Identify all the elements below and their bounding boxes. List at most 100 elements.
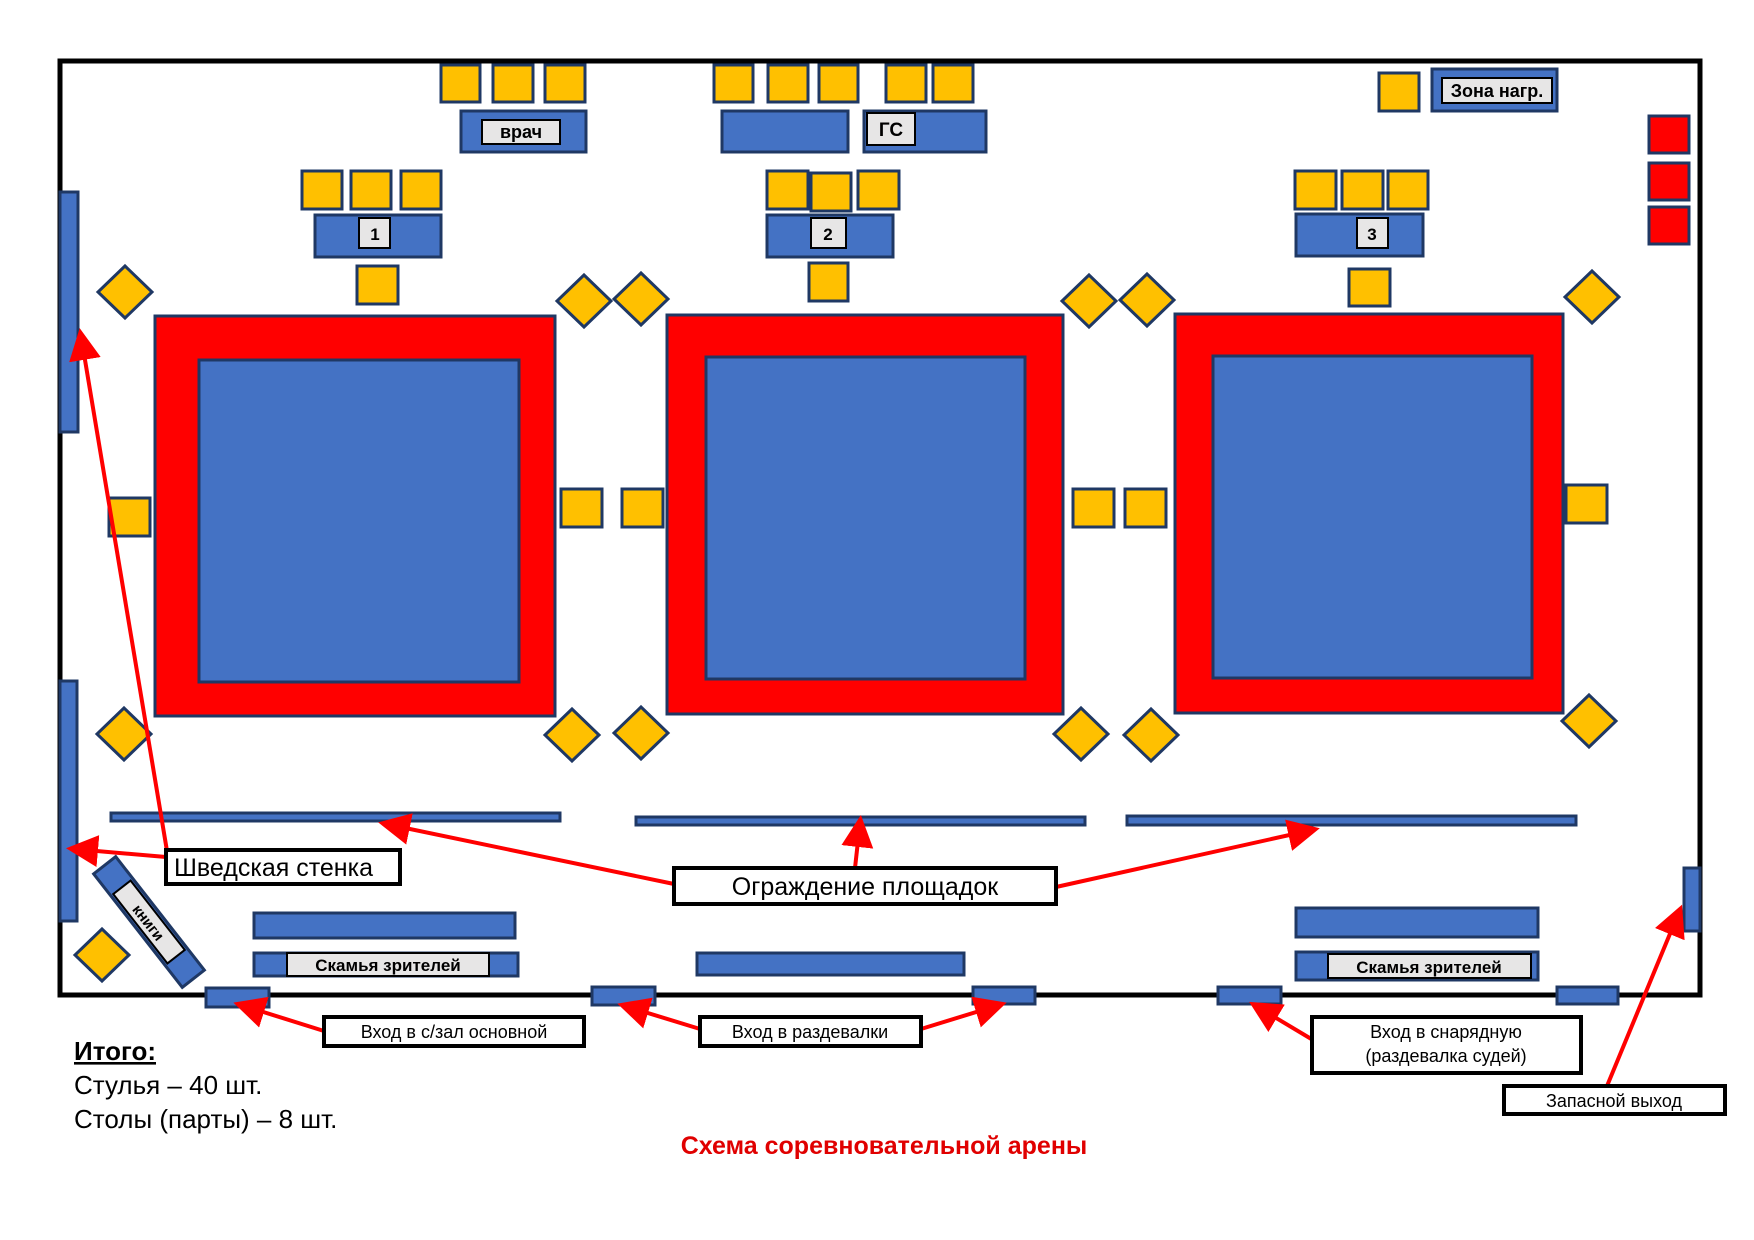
corner-chair [1059, 272, 1119, 330]
arrow [69, 328, 169, 852]
chair [1386, 169, 1430, 211]
spectator-bench-right-label: Скамья зрителей [1356, 958, 1501, 977]
corner-chair [611, 270, 671, 328]
judge-label-box [358, 217, 391, 249]
bench [695, 951, 966, 977]
judge-table-1-label: 1 [370, 225, 379, 244]
door-emergency [1682, 866, 1702, 933]
callout-locker-entrance-box [698, 1015, 923, 1048]
red-block [1647, 114, 1691, 155]
chair [1347, 267, 1392, 308]
chair [399, 169, 443, 211]
wall-bars-lower [58, 679, 79, 923]
judge-label-box [810, 217, 847, 249]
chair [1340, 169, 1385, 211]
judge-label-box [1356, 217, 1389, 249]
corner-chair [1117, 271, 1177, 329]
red-block [1647, 205, 1691, 246]
totals-chairs: Стулья – 40 шт. [74, 1070, 262, 1100]
chair [300, 169, 344, 211]
chair [809, 171, 853, 213]
doctor-label-box [481, 119, 561, 145]
corner-chair [542, 706, 602, 764]
table [720, 109, 850, 154]
red-block [1647, 161, 1691, 202]
wall-bars-upper [58, 190, 80, 434]
corner-chair [1121, 706, 1181, 764]
chair [543, 63, 587, 104]
mat-3 [1173, 312, 1565, 715]
arrow [1249, 1001, 1315, 1042]
chair [355, 264, 400, 306]
chair [559, 487, 604, 529]
chair [856, 169, 901, 211]
scheme-title: Схема соревновательной арены [681, 1132, 1088, 1160]
chair [1564, 483, 1609, 525]
corner-chair [72, 926, 132, 984]
arrow [233, 996, 325, 1033]
arrow [617, 997, 701, 1031]
chair [712, 63, 755, 104]
judge-table-3-area: 3 [1293, 169, 1430, 308]
callout-emergency-exit: Запасной выход [1546, 1091, 1683, 1111]
chair [1071, 487, 1116, 529]
bench [1294, 906, 1540, 939]
callout-equipment-entrance-box [1310, 1015, 1583, 1075]
mat-1 [153, 314, 557, 718]
corner-chair [554, 272, 614, 330]
fence-3 [1125, 814, 1578, 827]
chair [107, 496, 152, 538]
door-locker-1 [590, 985, 657, 1007]
callout-equipment-entrance-line2: (раздевалка судей) [1365, 1046, 1526, 1066]
chair [491, 63, 535, 104]
arrow [1055, 819, 1320, 889]
spectator-bench-left-label: Скамья зрителей [315, 956, 460, 975]
judge-table-2-label: 2 [823, 225, 832, 244]
totals-tables: Столы (парты) – 8 шт. [74, 1104, 337, 1134]
judge-table-3-label: 3 [1367, 225, 1376, 244]
callout-emergency-exit-box [1502, 1084, 1727, 1116]
judge-table-1-area: 1 [300, 169, 443, 306]
corner-chair [1051, 705, 1111, 763]
chief-secretary-label: ГС [879, 120, 904, 141]
callout-fencing-box [672, 866, 1058, 906]
door-equipment [1216, 985, 1283, 1006]
award-label: Зона нагр. [1451, 81, 1544, 101]
chair [1123, 487, 1168, 529]
callout-wall-bars-box [164, 848, 402, 886]
chief-secretary-area: ГС [712, 63, 988, 154]
arrow [66, 835, 167, 868]
chair [620, 487, 665, 529]
chair [349, 169, 393, 211]
totals-heading: Итого: [74, 1036, 156, 1066]
award-label-box [1441, 77, 1553, 104]
chair [1377, 71, 1421, 113]
corner-chair [95, 263, 155, 321]
mat-2 [665, 313, 1065, 716]
chair [1293, 169, 1338, 211]
arrow [920, 996, 1007, 1031]
bench-label-box [286, 952, 490, 977]
door [1555, 985, 1620, 1006]
judge-table-2-area: 2 [765, 169, 901, 303]
chief-secretary-label-box [866, 112, 916, 146]
chair [931, 63, 975, 104]
callout-main-entrance-box [322, 1015, 586, 1048]
arrow [841, 815, 874, 869]
door-locker-2 [971, 985, 1037, 1006]
chair [807, 261, 850, 303]
chair [439, 63, 482, 104]
chair [765, 169, 810, 211]
award-zone: Зона нагр. [1377, 67, 1559, 113]
callout-wall-bars: Шведская стенка [174, 854, 373, 882]
callout-fencing: Ограждение площадок [732, 873, 999, 901]
bench [252, 911, 517, 940]
chair [766, 63, 810, 104]
corner-chair [1559, 692, 1619, 750]
doctor-label: врач [500, 122, 542, 142]
corner-chair [611, 704, 671, 762]
fence-1 [109, 811, 562, 823]
corner-chair [1562, 268, 1622, 326]
chair [817, 63, 860, 104]
